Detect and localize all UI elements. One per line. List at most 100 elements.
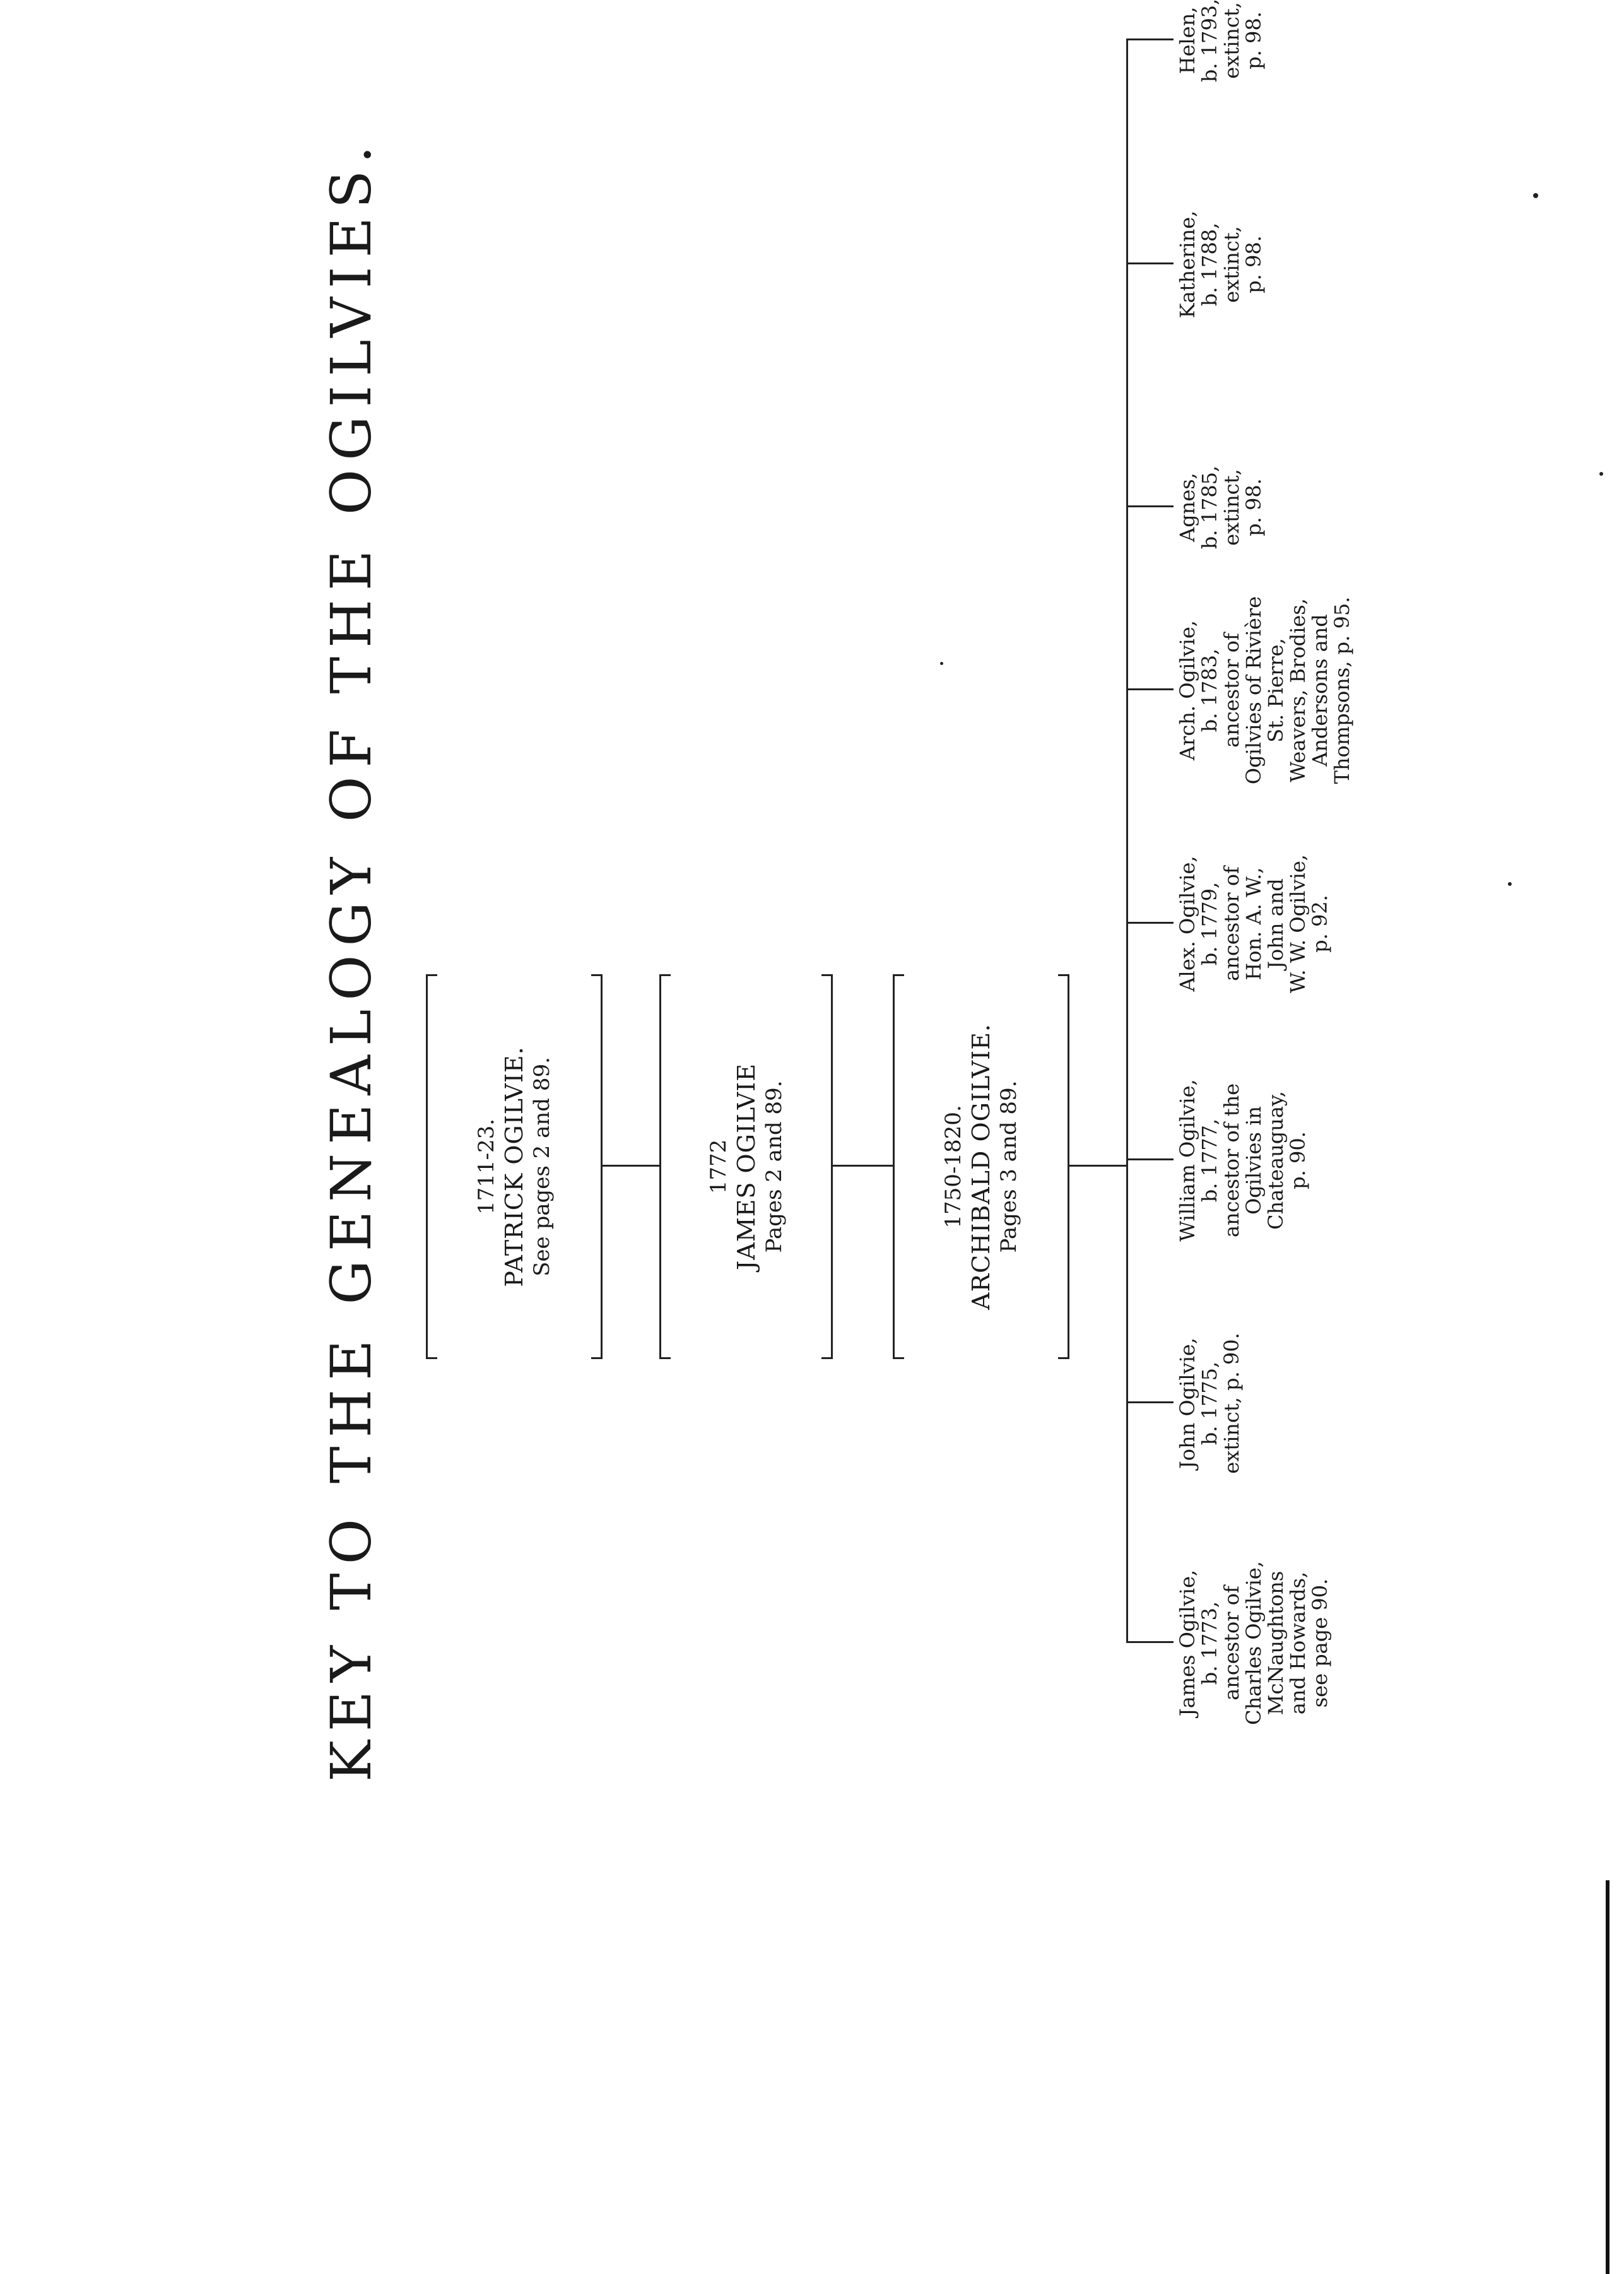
box-corner (426, 1357, 437, 1359)
child-drop-line (1126, 1158, 1174, 1160)
connector-line (833, 1165, 893, 1167)
generation-name: ARCHIBALD OGILVIE. (967, 1023, 995, 1310)
generation-name: JAMES OGILVIE (732, 1063, 760, 1270)
child-text-line: John Ogilvie, (1175, 1337, 1199, 1470)
child-text-line: Charles Ogilvie, (1242, 1561, 1266, 1725)
box-corner (591, 974, 603, 976)
box-border-bottom (831, 974, 833, 1359)
generation-box-patrick: 1711-23. PATRICK OGILVIE. See pages 2 an… (426, 974, 603, 1359)
generation-box-james: 1772 JAMES OGILVIE Pages 2 and 89. (659, 974, 833, 1359)
child-text-line: p. 98. (1242, 235, 1266, 293)
child-text-line: Thompsons, p. 95. (1330, 596, 1354, 784)
child-text-line: b. 1773, (1197, 1601, 1221, 1685)
box-border-top (659, 974, 661, 1359)
scan-speck (1599, 472, 1603, 476)
box-corner (659, 974, 671, 976)
box-border-bottom (601, 974, 603, 1359)
child-text-line: Arch. Ogilvie, (1175, 620, 1199, 760)
child-john: John Ogilvie,b. 1775,extinct, p. 90. (1175, 1333, 1244, 1474)
child-text-line: McNaughtons (1264, 1570, 1288, 1716)
scan-edge-mark (1606, 1880, 1609, 2274)
child-text-line: ancestor of (1220, 633, 1244, 748)
child-drop-line (1126, 1641, 1174, 1643)
child-text-line: ancestor of (1220, 866, 1244, 981)
generation-ref: Pages 3 and 89. (996, 1080, 1021, 1253)
box-corner (591, 1357, 603, 1359)
child-katherine: Katherine,b. 1788,extinct,p. 98. (1175, 210, 1266, 319)
child-text-line: Hon. A. W., (1242, 867, 1266, 981)
page-title: KEY TO THE GENEALOGY OF THE OGILVIES. (319, 137, 384, 1782)
child-text-line: William Ogilvie, (1175, 1079, 1199, 1242)
generation-dates: 1711-23. (474, 1118, 499, 1215)
child-text-line: extinct, (1220, 469, 1244, 546)
scan-speck (1533, 193, 1538, 198)
child-text-line: p. 98. (1242, 11, 1266, 69)
child-text-line: Weavers, Brodies, (1286, 598, 1310, 782)
box-content: 1711-23. PATRICK OGILVIE. See pages 2 an… (473, 974, 556, 1359)
child-text-line: b. 1779, (1197, 881, 1221, 966)
generation-box-archibald: 1750-1820. ARCHIBALD OGILVIE. Pages 3 an… (893, 974, 1069, 1359)
child-text-line: James Ogilvie, (1175, 1569, 1199, 1717)
child-text-line: Chateauguay, (1264, 1091, 1288, 1230)
child-text-line: b. 1785, (1197, 465, 1221, 550)
child-text-line: b. 1793, (1197, 0, 1221, 83)
box-corner (426, 974, 437, 976)
child-text-line: p. 90. (1286, 1131, 1310, 1189)
generation-ref: Pages 2 and 89. (761, 1080, 787, 1253)
child-text-line: b. 1783, (1197, 648, 1221, 733)
box-corner (1058, 1357, 1069, 1359)
box-corner (893, 1357, 904, 1359)
connector-line (603, 1165, 659, 1167)
child-text-line: W. W. Ogilvie, (1286, 854, 1310, 993)
generation-dates: 1750-1820. (941, 1105, 966, 1228)
child-text-line: Alex. Ogilvie, (1175, 856, 1199, 992)
child-text-line: ancestor of the (1220, 1083, 1244, 1238)
child-text-line: Andersons and (1308, 614, 1332, 767)
child-text-line: ancestor of (1220, 1586, 1244, 1700)
generation-name: PATRICK OGILVIE. (500, 1046, 528, 1287)
generation-dates: 1772 (705, 1139, 731, 1194)
child-drop-line (1126, 38, 1174, 40)
child-text-line: St. Pierre, (1264, 638, 1288, 743)
box-corner (821, 1357, 833, 1359)
child-text-line: Katherine, (1175, 210, 1199, 319)
child-drop-line (1126, 922, 1174, 924)
child-text-line: John and (1264, 878, 1288, 969)
child-text-line: b. 1775, (1197, 1361, 1221, 1446)
generation-ref: See pages 2 and 89. (529, 1057, 555, 1276)
child-drop-line (1126, 262, 1174, 264)
connector-line (1069, 1165, 1126, 1167)
child-drop-line (1126, 688, 1174, 690)
child-text-line: extinct, (1220, 226, 1244, 303)
box-corner (821, 974, 833, 976)
child-text-line: b. 1788, (1197, 222, 1221, 307)
child-text-line: p. 92. (1308, 895, 1332, 953)
box-corner (659, 1357, 671, 1359)
box-content: 1750-1820. ARCHIBALD OGILVIE. Pages 3 an… (939, 974, 1023, 1359)
child-text-line: Ogilvies of Rivière (1242, 596, 1266, 785)
child-text-line: b. 1777, (1197, 1118, 1221, 1203)
box-border-top (893, 974, 895, 1359)
child-text-line: see page 90. (1308, 1578, 1332, 1708)
child-text-line: Ogilvies in (1242, 1106, 1266, 1215)
child-text-line: extinct, (1220, 2, 1244, 79)
child-drop-line (1126, 1401, 1174, 1403)
child-agnes: Agnes,b. 1785,extinct,p. 98. (1175, 465, 1266, 550)
box-content: 1772 JAMES OGILVIE Pages 2 and 89. (705, 974, 788, 1359)
child-text-line: p. 98. (1242, 478, 1266, 536)
child-text-line: extinct, p. 90. (1220, 1333, 1244, 1474)
child-drop-line (1126, 505, 1174, 507)
box-corner (1058, 974, 1069, 976)
scan-speck (940, 662, 943, 665)
child-helen: Helen,b. 1793,extinct,p. 98. (1175, 0, 1266, 83)
scan-speck (1508, 882, 1512, 886)
box-border-bottom (1068, 974, 1069, 1359)
child-text-line: and Howards, (1286, 1571, 1310, 1715)
child-text-line: Agnes, (1175, 473, 1199, 542)
child-text-line: Helen, (1175, 6, 1199, 74)
